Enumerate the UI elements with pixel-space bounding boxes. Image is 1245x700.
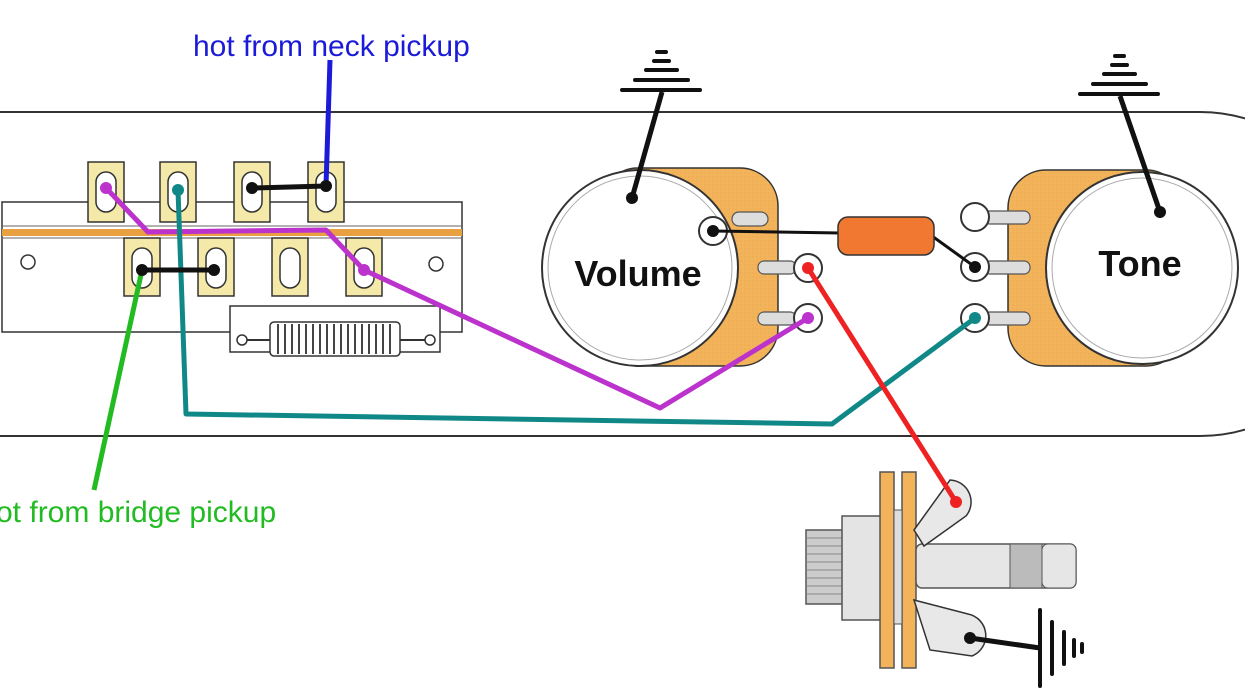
mount-hole-left: [20, 254, 36, 270]
switch-spring: [229, 305, 441, 357]
wire-ground-tone: [1117, 95, 1163, 213]
capacitor: [712, 216, 976, 269]
tone-pot: [1007, 169, 1239, 367]
wire-ground-volume: [629, 91, 665, 199]
label-volume: Volume: [574, 253, 701, 294]
wire-jumper-top: [251, 183, 327, 191]
label-tone: Tone: [1098, 243, 1181, 284]
wire-red: [805, 266, 959, 504]
wire-bridge-hot: [91, 269, 145, 491]
tone-lugs: [960, 202, 1031, 333]
label-neck-pickup: hot from neck pickup: [193, 30, 470, 63]
wire-neck-hot: [323, 59, 333, 187]
ground-symbol-jack: [1038, 608, 1084, 688]
label-bridge-pickup: ot from bridge pickup: [0, 496, 276, 529]
output-jack: [805, 471, 1077, 669]
ground-symbol-volume: [620, 50, 702, 92]
ground-symbol-tone: [1078, 54, 1160, 96]
wire-teal: [175, 189, 977, 427]
solder-dots: [100, 180, 1166, 644]
wire-ground-jack: [969, 635, 1041, 651]
mount-hole-right: [428, 256, 444, 272]
wire-purple: [104, 186, 810, 411]
